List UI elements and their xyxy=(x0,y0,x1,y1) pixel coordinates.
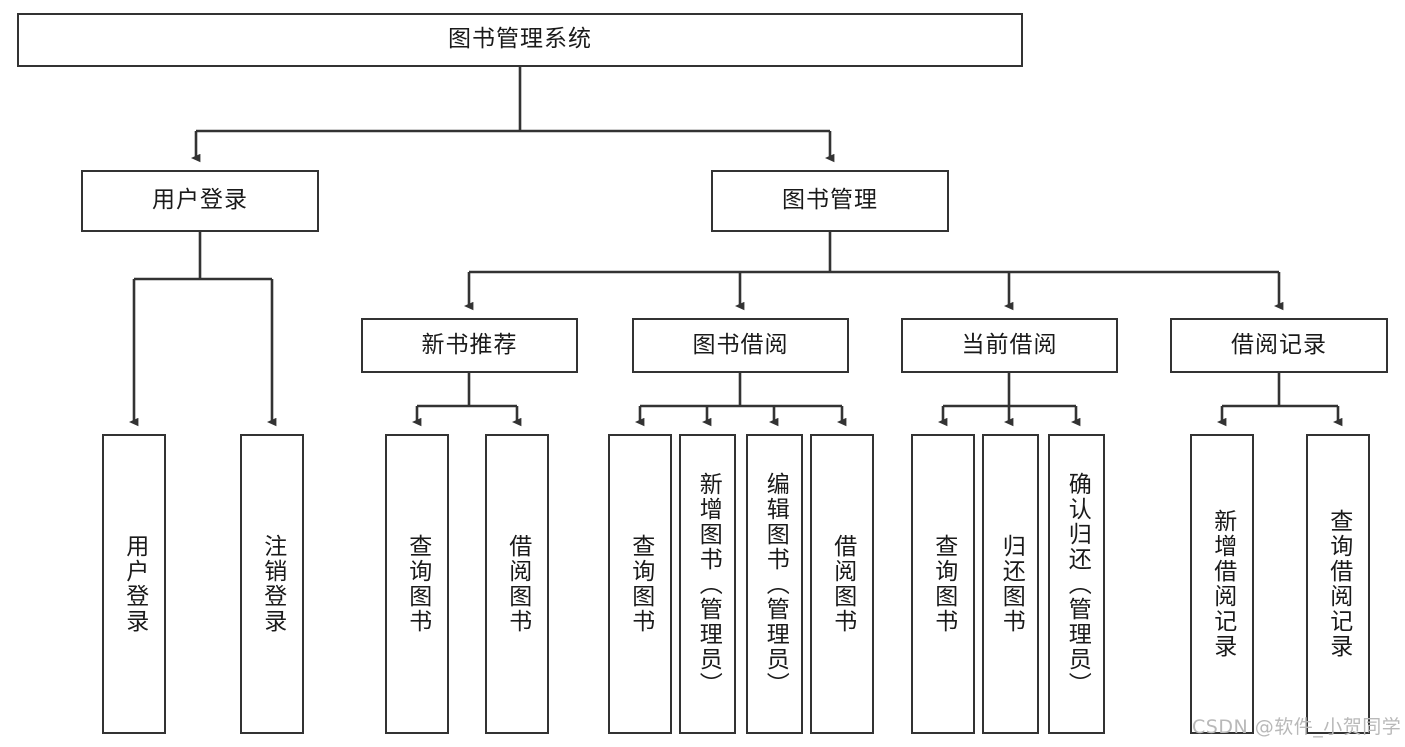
leaf-add-book-admin[interactable]: 新增图书（管理员） xyxy=(679,434,736,734)
node-user-login[interactable]: 用户登录 xyxy=(81,170,319,232)
node-label: 确认归还（管理员） xyxy=(1064,471,1091,697)
node-book-management[interactable]: 图书管理 xyxy=(711,170,949,232)
leaf-logout-login[interactable]: 注销登录 xyxy=(240,434,304,734)
node-label: 查询借阅记录 xyxy=(1325,509,1352,659)
leaf-add-borrow-record[interactable]: 新增借阅记录 xyxy=(1190,434,1254,734)
node-book-borrow[interactable]: 图书借阅 xyxy=(632,318,849,373)
leaf-query-borrow-record[interactable]: 查询借阅记录 xyxy=(1306,434,1370,734)
node-label: 用户登录 xyxy=(121,534,148,634)
node-label: 查询图书 xyxy=(404,534,431,634)
node-label: 新增图书（管理员） xyxy=(695,471,722,697)
leaf-edit-book-admin[interactable]: 编辑图书（管理员） xyxy=(746,434,803,734)
node-label: 用户登录 xyxy=(152,187,248,214)
node-label: 归还图书 xyxy=(998,534,1025,634)
node-borrow-record[interactable]: 借阅记录 xyxy=(1170,318,1388,373)
node-label: 图书管理 xyxy=(782,187,878,214)
leaf-query-book-recommend[interactable]: 查询图书 xyxy=(385,434,449,734)
node-label: 注销登录 xyxy=(259,534,286,634)
node-label: 查询图书 xyxy=(930,534,957,634)
csdn-watermark: CSDN @软件_小贺同学 xyxy=(1192,716,1402,738)
node-label: 新书推荐 xyxy=(421,331,518,358)
node-root-book-management-system[interactable]: 图书管理系统 xyxy=(17,13,1023,67)
leaf-return-book[interactable]: 归还图书 xyxy=(982,434,1039,734)
node-label: 新增借阅记录 xyxy=(1209,509,1236,659)
leaf-confirm-return-admin[interactable]: 确认归还（管理员） xyxy=(1048,434,1105,734)
node-label: 图书借阅 xyxy=(692,331,789,358)
leaf-borrow-book-recommend[interactable]: 借阅图书 xyxy=(485,434,549,734)
leaf-borrow-book[interactable]: 借阅图书 xyxy=(810,434,874,734)
node-new-book-recommend[interactable]: 新书推荐 xyxy=(361,318,578,373)
node-label: 当前借阅 xyxy=(961,331,1058,358)
node-label: 查询图书 xyxy=(627,534,654,634)
node-label: 图书管理系统 xyxy=(448,26,592,53)
leaf-query-book-current[interactable]: 查询图书 xyxy=(911,434,975,734)
leaf-query-book-borrow[interactable]: 查询图书 xyxy=(608,434,672,734)
node-label: 借阅图书 xyxy=(504,534,531,634)
node-label: 借阅记录 xyxy=(1231,331,1327,358)
node-label: 借阅图书 xyxy=(829,534,856,634)
node-label: 编辑图书（管理员） xyxy=(762,471,789,697)
leaf-user-login[interactable]: 用户登录 xyxy=(102,434,166,734)
node-current-borrow[interactable]: 当前借阅 xyxy=(901,318,1118,373)
